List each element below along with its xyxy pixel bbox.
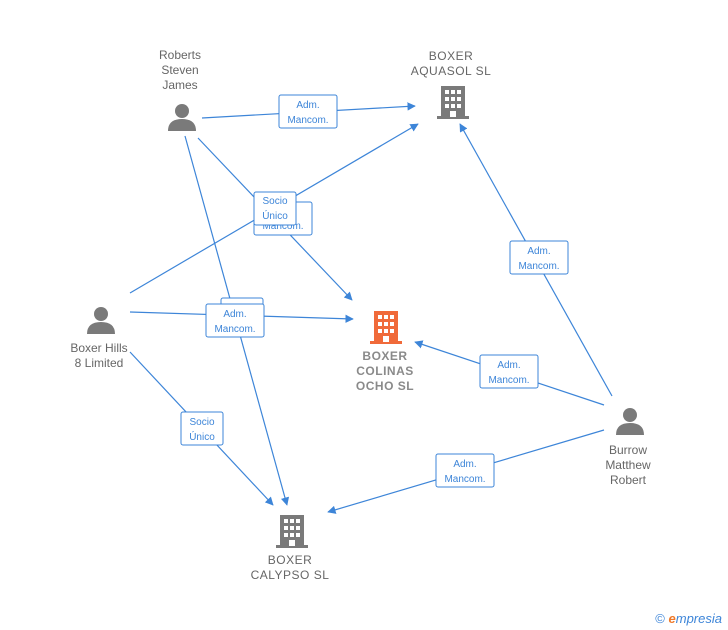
person-name-line2: 8 Limited <box>75 356 124 370</box>
company-name-line2: COLINAS <box>356 364 414 378</box>
person-name-line1: Burrow <box>609 443 647 457</box>
person-name-line1: Boxer Hills <box>70 341 127 355</box>
relation-line2: Único <box>189 430 215 443</box>
person-name-line1: Roberts <box>159 48 201 62</box>
relation-line1: Adm. <box>296 100 319 111</box>
relation-label-boxerhills-colinas[interactable]: Adm. Mancom. <box>205 303 265 338</box>
building-icon <box>370 311 402 344</box>
relation-label-boxerhills-calypso[interactable]: Socio Único <box>180 411 224 446</box>
relation-line2: Mancom. <box>262 221 303 232</box>
person-icon <box>87 307 115 334</box>
company-name-line1: BOXER <box>268 553 313 567</box>
company-node-aquasol[interactable]: BOXER AQUASOL SL <box>411 49 492 119</box>
company-name-line2: CALYPSO SL <box>251 568 330 582</box>
brand-logo-letter: e <box>668 611 676 626</box>
company-name-line1: BOXER <box>429 49 474 63</box>
relation-line1: Adm. <box>527 246 550 257</box>
relation-line1: Socio <box>262 196 287 207</box>
relation-label-burrow-colinas[interactable]: Adm. Mancom. <box>479 354 539 389</box>
relation-line2: Mancom. <box>287 115 328 126</box>
company-name-line2: AQUASOL SL <box>411 64 492 78</box>
company-name-line1: BOXER <box>362 349 407 363</box>
building-icon <box>276 515 308 548</box>
brand-logo-text: mpresia <box>675 611 722 626</box>
person-name-line3: Robert <box>610 473 647 487</box>
company-name-line3: OCHO SL <box>356 379 414 393</box>
relation-line2: Mancom. <box>444 474 485 485</box>
relation-line2: Único <box>262 209 288 222</box>
edge-labels: Adm. Mancom. Adm. Mancom. Socio Único Ad… <box>180 94 569 488</box>
person-node-boxer-hills[interactable]: Boxer Hills 8 Limited <box>70 307 128 370</box>
person-node-burrow[interactable]: Burrow Matthew Robert <box>605 408 651 487</box>
person-icon <box>168 104 196 131</box>
relation-line2: Mancom. <box>214 324 255 335</box>
copyright-icon: © <box>655 611 665 626</box>
building-icon <box>437 86 469 119</box>
watermark: © empresia <box>655 611 722 626</box>
relation-line1: Socio <box>189 417 214 428</box>
relation-line1: Adm. <box>497 360 520 371</box>
relation-line2: Mancom. <box>518 261 559 272</box>
edges <box>129 102 613 514</box>
relation-label-boxerhills-aquasol[interactable]: Socio Único <box>253 191 297 226</box>
relation-line1: Adm. <box>453 459 476 470</box>
person-name-line2: Matthew <box>605 458 651 472</box>
person-node-roberts[interactable]: Roberts Steven James <box>159 48 201 131</box>
relation-line2: Mancom. <box>488 375 529 386</box>
relation-line1: Adm. <box>223 309 246 320</box>
relation-label-roberts-aquasol[interactable]: Adm. Mancom. <box>278 94 338 129</box>
person-icon <box>616 408 644 435</box>
relation-label-burrow-calypso[interactable]: Adm. Mancom. <box>435 453 495 488</box>
person-name-line2: Steven <box>161 63 198 77</box>
company-node-colinas[interactable]: BOXER COLINAS OCHO SL <box>356 311 414 393</box>
relation-label-burrow-aquasol[interactable]: Adm. Mancom. <box>509 240 569 275</box>
company-node-calypso[interactable]: BOXER CALYPSO SL <box>251 515 330 582</box>
person-name-line3: James <box>162 78 197 92</box>
